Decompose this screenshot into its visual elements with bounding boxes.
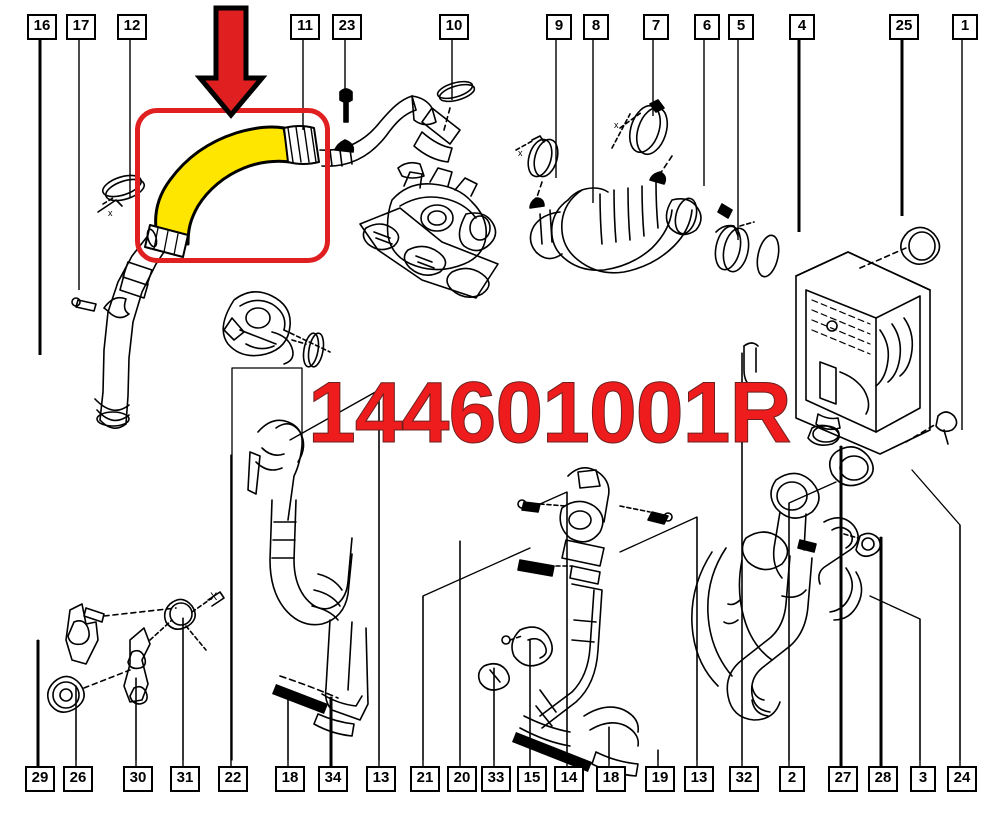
callout-bottom-21-8[interactable]: 21 — [410, 766, 440, 792]
callout-top-17-1[interactable]: 17 — [66, 14, 96, 40]
part-flexible-air-duct: x — [529, 99, 702, 274]
callout-bottom-18-5[interactable]: 18 — [275, 766, 305, 792]
callout-bottom-31-3[interactable]: 31 — [170, 766, 200, 792]
callout-bottom-22-4[interactable]: 22 — [218, 766, 248, 792]
callout-bottom-13-7[interactable]: 13 — [366, 766, 396, 792]
callout-top-12-2[interactable]: 12 — [117, 14, 147, 40]
part-upper-connector-pipe — [319, 80, 476, 167]
callout-bottom-32-16[interactable]: 32 — [729, 766, 759, 792]
callout-top-4-11[interactable]: 4 — [789, 14, 815, 40]
callout-top-5-10[interactable]: 5 — [728, 14, 754, 40]
callout-top-7-8[interactable]: 7 — [643, 14, 669, 40]
part-egr-valve — [222, 291, 331, 368]
svg-text:x: x — [108, 208, 113, 218]
callout-bottom-33-10[interactable]: 33 — [481, 766, 511, 792]
callout-bottom-18-13[interactable]: 18 — [596, 766, 626, 792]
callout-bottom-26-1[interactable]: 26 — [63, 766, 93, 792]
part-clamp-9: x — [515, 135, 559, 209]
callout-bottom-30-2[interactable]: 30 — [123, 766, 153, 792]
part-rings-6-5 — [714, 203, 780, 278]
callout-bottom-24-21[interactable]: 24 — [947, 766, 977, 792]
callout-bottom-29-0[interactable]: 29 — [25, 766, 55, 792]
svg-text:X: X — [210, 591, 218, 603]
callout-bottom-19-14[interactable]: 19 — [645, 766, 675, 792]
callout-bottom-14-12[interactable]: 14 — [554, 766, 584, 792]
callout-bottom-15-11[interactable]: 15 — [517, 766, 547, 792]
callout-bottom-3-20[interactable]: 3 — [910, 766, 936, 792]
callout-top-9-6[interactable]: 9 — [546, 14, 572, 40]
callout-bottom-2-17[interactable]: 2 — [779, 766, 805, 792]
callout-top-6-9[interactable]: 6 — [694, 14, 720, 40]
callout-top-23-4[interactable]: 23 — [332, 14, 362, 40]
callout-top-11-3[interactable]: 11 — [290, 14, 320, 40]
svg-text:x: x — [518, 148, 523, 158]
callout-top-25-12[interactable]: 25 — [889, 14, 919, 40]
part-turbo-exhaust-manifold — [359, 161, 499, 299]
part-intercooler-block — [795, 226, 958, 487]
callout-bottom-34-6[interactable]: 34 — [318, 766, 348, 792]
callout-bottom-27-18[interactable]: 27 — [828, 766, 858, 792]
part-centre-lower-hose — [477, 467, 673, 777]
part-highlighted-hose — [144, 125, 320, 258]
part-lower-left-hose — [247, 419, 369, 737]
callout-bottom-28-19[interactable]: 28 — [868, 766, 898, 792]
callout-bottom-20-9[interactable]: 20 — [447, 766, 477, 792]
callout-top-8-7[interactable]: 8 — [583, 14, 609, 40]
callout-top-1-13[interactable]: 1 — [952, 14, 978, 40]
part-left-charge-pipe: x — [71, 174, 173, 429]
part-number-label: 144601001R — [308, 365, 793, 461]
callout-bottom-13-15[interactable]: 13 — [684, 766, 714, 792]
part-lower-left-brackets: X — [46, 591, 225, 713]
callout-top-16-0[interactable]: 16 — [27, 14, 57, 40]
callout-top-10-5[interactable]: 10 — [439, 14, 469, 40]
svg-text:x: x — [614, 120, 619, 130]
